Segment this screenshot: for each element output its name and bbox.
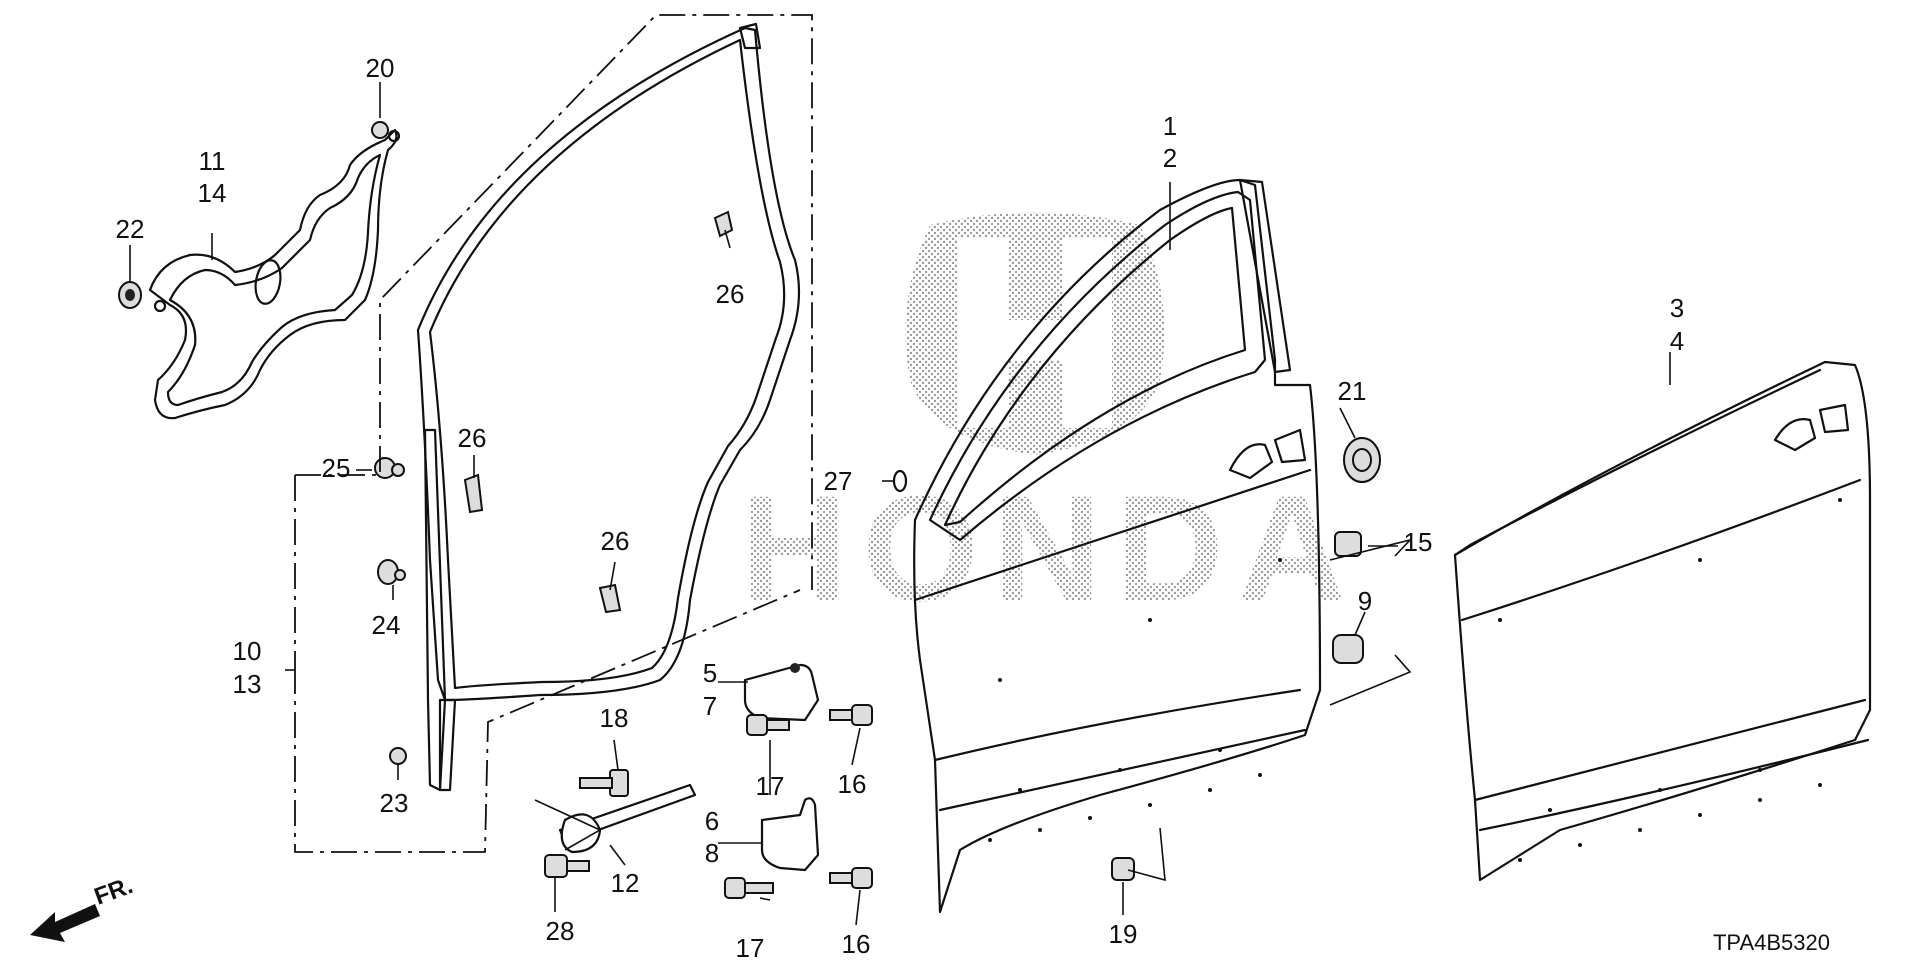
callout-3: 3 xyxy=(1670,293,1684,323)
door-weatherstrip xyxy=(416,22,801,792)
callout-13: 13 xyxy=(233,669,262,699)
group-bracket-10-13 xyxy=(294,14,813,853)
clip-24-icon xyxy=(377,559,406,585)
upper-hinge xyxy=(743,663,820,722)
leader-lines xyxy=(129,82,1671,926)
callout-24: 24 xyxy=(372,610,401,640)
callout-22: 22 xyxy=(116,214,145,244)
callout-26-top: 26 xyxy=(716,279,745,309)
bolt-16-upper-icon xyxy=(829,704,873,726)
bolt-28-icon xyxy=(544,854,590,878)
front-direction-arrow-icon: FR. xyxy=(30,872,136,942)
callout-2: 2 xyxy=(1163,143,1177,173)
callout-15: 15 xyxy=(1404,527,1433,557)
grommet-21-icon xyxy=(1343,437,1381,483)
callout-19: 19 xyxy=(1109,919,1138,949)
callout-12: 12 xyxy=(611,868,640,898)
callout-1: 1 xyxy=(1163,111,1177,141)
callout-17-upper: 17 xyxy=(756,771,785,801)
callout-17-lower: 17 xyxy=(736,933,765,960)
hole-seal-sheet xyxy=(148,128,401,420)
callout-25: 25 xyxy=(322,453,351,483)
callout-11: 11 xyxy=(199,146,226,176)
callout-27: 27 xyxy=(824,466,853,496)
callout-7: 7 xyxy=(703,691,717,721)
clip-22-icon xyxy=(118,281,142,309)
door-outer-panel xyxy=(1453,360,1872,882)
callout-10: 10 xyxy=(233,636,262,666)
front-label: FR. xyxy=(91,872,137,911)
diagram-code: TPA4B5320 xyxy=(1713,930,1830,955)
bolt-17-upper-icon xyxy=(746,714,790,736)
bolt-16-lower-icon xyxy=(829,867,873,889)
callout-9: 9 xyxy=(1358,586,1372,616)
callout-26-low: 26 xyxy=(601,526,630,556)
clip-20-icon xyxy=(371,121,389,139)
callout-8: 8 xyxy=(705,838,719,868)
nut-15-icon xyxy=(1334,531,1362,557)
callout-16-lower: 16 xyxy=(842,929,871,959)
watermark-logo-icon: HONDA xyxy=(740,212,1346,632)
nut-19-icon xyxy=(1111,857,1135,881)
front-door-assembly xyxy=(913,178,1322,914)
callout-26-mid: 26 xyxy=(458,423,487,453)
callout-4: 4 xyxy=(1670,326,1684,356)
callout-18: 18 xyxy=(600,703,629,733)
callout-16-upper: 16 xyxy=(838,769,867,799)
callout-23: 23 xyxy=(380,788,409,818)
callout-6: 6 xyxy=(705,806,719,836)
callout-labels: 1 2 3 4 5 7 6 8 9 10 13 11 14 12 15 16 1… xyxy=(116,53,1685,960)
lower-hinge xyxy=(760,797,820,872)
oring-27-icon xyxy=(892,469,908,493)
callout-20: 20 xyxy=(366,53,395,83)
clip-23-icon xyxy=(389,747,407,765)
clip-26-icon xyxy=(463,210,734,614)
bolt-18-icon xyxy=(579,769,629,797)
callout-14: 14 xyxy=(198,178,227,208)
clip-25-icon xyxy=(374,457,405,479)
cap-9-icon xyxy=(1332,634,1364,664)
callout-28: 28 xyxy=(546,916,575,946)
callout-21: 21 xyxy=(1338,376,1367,406)
callout-5: 5 xyxy=(703,658,717,688)
bolt-17-lower-icon xyxy=(724,877,774,899)
